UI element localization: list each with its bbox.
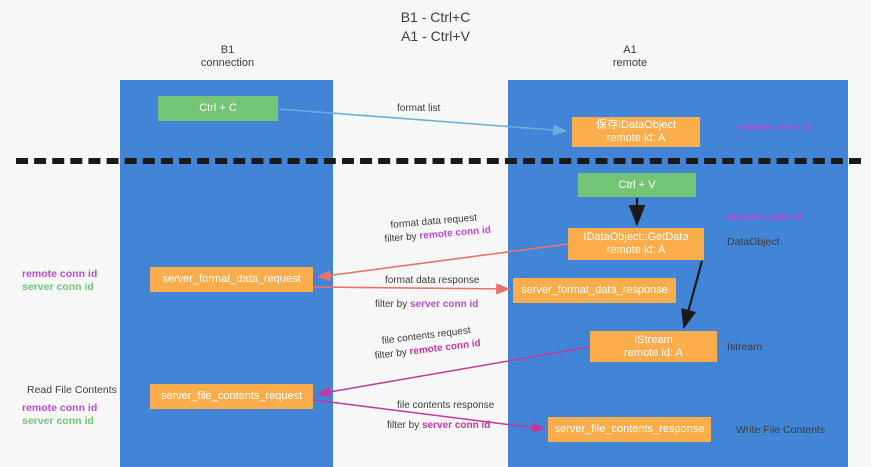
annotation-conn-ids-bottom: remote conn id server conn id [22, 402, 97, 428]
box-idataobject-line-1: 保存IDataObject [595, 119, 677, 131]
lane-header-a1-name: A1 [623, 44, 637, 56]
filter-prefix: filter by [375, 299, 411, 310]
annotation-server-conn-id: server conn id [22, 415, 94, 427]
edge-label-format-data-response-text: format data response [385, 275, 480, 286]
box-server-format-data-response[interactable]: server_format_data_response [513, 278, 676, 303]
box-ctrl-c[interactable]: Ctrl + C [158, 96, 278, 121]
box-idataobject-getdata[interactable]: IDataObject::GetData remote id: A [568, 228, 704, 260]
box-getdata-line-1: IDataObject::GetData [583, 231, 689, 243]
box-server-format-data-request[interactable]: server_format_data_request [150, 267, 313, 292]
lane-header-a1: A1 remote [545, 44, 715, 70]
annotation-text: remote conn id [736, 121, 812, 133]
edge-label-format-list: format list [397, 102, 440, 115]
box-ctrl-v-label: Ctrl + V [618, 178, 656, 191]
filter-key-server-conn-id: server conn id [410, 299, 479, 310]
edge-label-format-data-response: format data response [385, 274, 480, 287]
lane-header-b1-name: B1 [220, 44, 235, 56]
box-server-format-data-request-label: server_format_data_request [162, 273, 301, 285]
annotation-text: Read File Contents [27, 384, 117, 396]
annotation-text: Istream [727, 341, 763, 353]
box-ctrl-v[interactable]: Ctrl + V [578, 173, 696, 197]
annotation-text: DataObject [727, 236, 780, 248]
annotation-dataobject: DataObject [727, 236, 780, 249]
annotation-text: Write File Contents [736, 424, 826, 436]
annotation-conn-ids-mid: remote conn id server conn id [22, 268, 97, 294]
box-ctrl-c-label: Ctrl + C [199, 102, 237, 114]
filter-prefix: filter by [374, 346, 411, 362]
edge-format-data-response [313, 283, 511, 295]
lane-header-b1-role: connection [200, 57, 255, 69]
annotation-write-file-contents: Write File Contents [736, 424, 825, 437]
annotation-remote-conn-id: remote conn id [22, 268, 98, 280]
box-idataobject[interactable]: 保存IDataObject remote id: A [572, 117, 700, 147]
annotation-remote-conn-id: remote conn id [22, 402, 98, 414]
box-idataobject-line-2: remote id: A [606, 132, 666, 144]
edge-label-file-contents-response-filter: filter by server conn id [387, 419, 490, 432]
edge-label-file-contents-response-text: file contents response [397, 400, 495, 411]
title-line-2: A1 - Ctrl+V [401, 28, 470, 44]
annotation-remote-conn-id-mid: remote conn id [727, 211, 802, 224]
box-server-file-contents-response[interactable]: server_file_contents_response [548, 417, 711, 442]
filter-prefix: filter by [384, 230, 420, 245]
box-server-file-contents-request-label: server_file_contents_request [160, 390, 303, 402]
phase-divider [16, 158, 861, 164]
lane-header-b1: B1 connection [140, 44, 315, 70]
annotation-remote-conn-id-top: remote conn id [736, 121, 811, 134]
filter-prefix: filter by [387, 420, 423, 431]
box-istream[interactable]: IStream remote id: A [590, 331, 717, 362]
annotation-istream: Istream [727, 341, 762, 354]
edge-label-format-list-text: format list [397, 103, 441, 114]
filter-key-server-conn-id: server conn id [422, 420, 491, 431]
box-istream-line-2: remote id: A [624, 346, 683, 359]
edge-label-format-data-response-filter: filter by server conn id [375, 298, 478, 311]
annotation-text: remote conn id [727, 211, 803, 223]
page-title: B1 - Ctrl+C A1 - Ctrl+V [0, 8, 871, 46]
box-istream-line-1: IStream [634, 333, 673, 346]
annotation-server-conn-id: server conn id [22, 281, 94, 293]
edge-label-file-contents-response: file contents response [397, 399, 494, 412]
box-getdata-line-2: remote id: A [606, 244, 666, 256]
annotation-read-file-contents: Read File Contents [27, 384, 117, 397]
box-server-format-data-response-label: server_format_data_response [521, 284, 668, 296]
title-line-1: B1 - Ctrl+C [400, 9, 471, 25]
box-server-file-contents-response-label: server_file_contents_response [554, 423, 705, 435]
lane-header-a1-role: remote [612, 57, 648, 69]
box-server-file-contents-request[interactable]: server_file_contents_request [150, 384, 313, 409]
